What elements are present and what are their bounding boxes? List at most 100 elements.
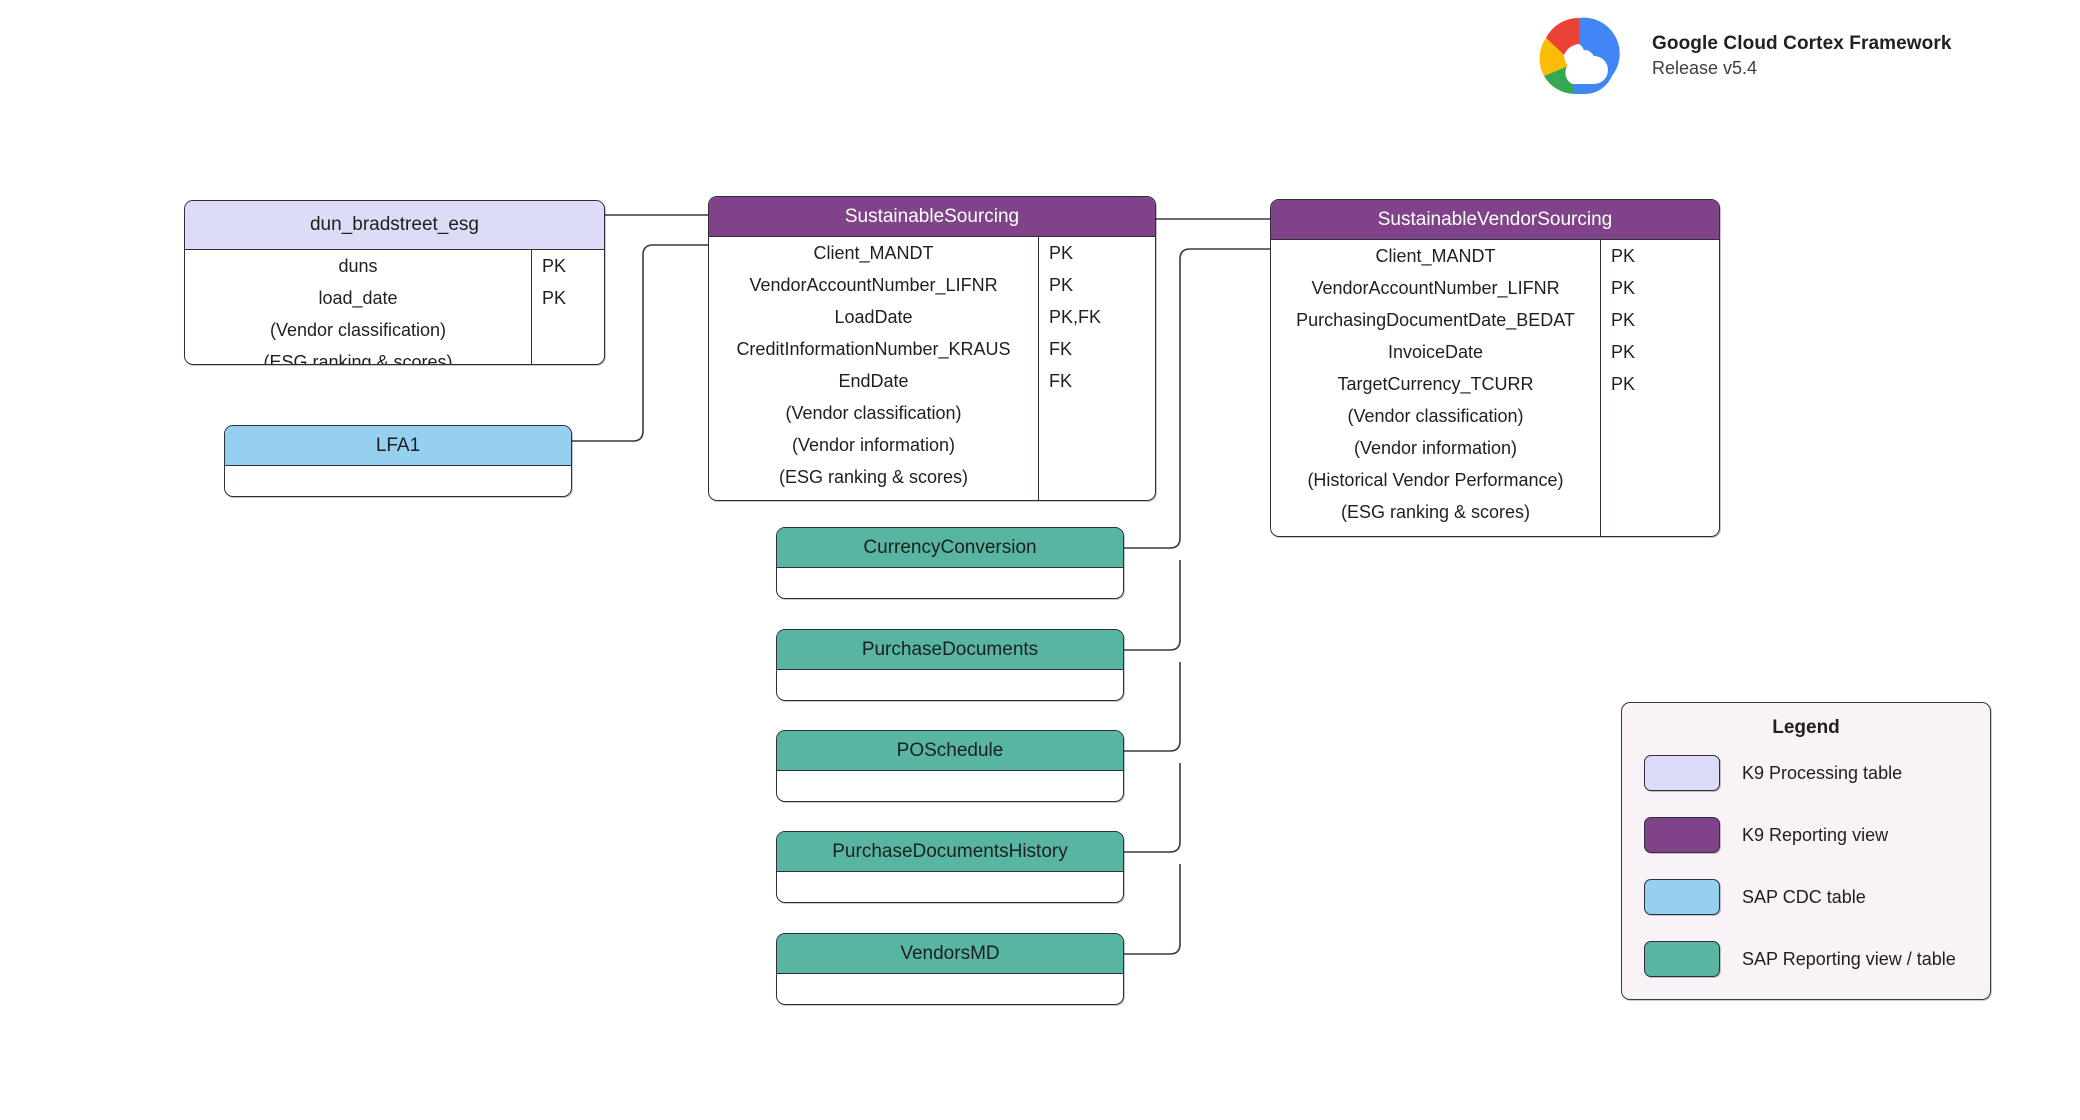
field-row: InvoiceDate	[1387, 341, 1484, 362]
key-badge	[1601, 496, 1719, 528]
entity-empty-body	[777, 872, 1123, 902]
field-row: Client_MANDT	[813, 242, 934, 263]
key-badge: PK	[1611, 277, 1636, 298]
relationship-connector	[1124, 560, 1181, 651]
entity-empty-body	[777, 670, 1123, 700]
field-row: CreditInformationNumber_KRAUS	[736, 338, 1011, 359]
key-badge: FK	[1049, 338, 1073, 359]
key-badge: PK	[1611, 373, 1636, 394]
relationship-connector	[1124, 662, 1181, 752]
entity-empty-body	[777, 771, 1123, 801]
brand-title: Google Cloud Cortex Framework	[1652, 33, 1952, 55]
key-column: PK PK	[531, 250, 604, 364]
legend-title: Legend	[1772, 717, 1840, 738]
entity-body	[777, 771, 1123, 801]
key-badge: PK,FK	[1049, 306, 1102, 327]
key-badge	[1039, 461, 1155, 493]
field-row: duns	[338, 255, 378, 276]
google-cloud-logo-icon	[1539, 17, 1620, 95]
entity-title: LFA1	[225, 426, 571, 466]
entity-body	[777, 872, 1123, 902]
legend-swatch	[1644, 941, 1720, 977]
field-row: (ESG ranking & scores)	[1340, 501, 1531, 522]
entity-title: VendorsMD	[777, 934, 1123, 974]
entity-title: PurchaseDocuments	[777, 630, 1123, 670]
entity-body: duns load_date (Vendor classification) (ESG…	[185, 250, 604, 365]
entity-VendorsMD[interactable]: VendorsMD	[776, 933, 1124, 1005]
legend-panel: Legend K9 Processing table K9 Reporting v…	[1621, 702, 1991, 1000]
field-row: VendorAccountNumber_LIFNR	[1311, 277, 1560, 298]
entity-empty-body	[225, 466, 571, 496]
field-row: (Vendor classification)	[269, 319, 447, 340]
entity-PurchaseDocuments[interactable]: PurchaseDocuments	[776, 629, 1124, 701]
relationship-connector	[1124, 864, 1181, 955]
entity-body	[777, 670, 1123, 700]
field-row: (Historical Vendor Performance)	[1307, 469, 1564, 490]
entity-body	[777, 568, 1123, 598]
legend-item: K9 Reporting view	[1644, 817, 1888, 853]
key-badge: PK	[1611, 245, 1636, 266]
key-badge: PK	[1611, 341, 1636, 362]
key-badge	[1039, 397, 1155, 429]
entity-title: POSchedule	[777, 731, 1123, 771]
legend-label: SAP CDC table	[1742, 886, 1866, 907]
key-badge: FK	[1049, 370, 1073, 391]
key-column: PK PK PK,FK FK FK	[1038, 237, 1155, 500]
entity-body: Client_MANDT VendorAccountNumber_LIFNR Loa…	[709, 237, 1155, 500]
entity-PurchaseDocumentsHistory[interactable]: PurchaseDocumentsHistory	[776, 831, 1124, 903]
key-badge	[532, 346, 604, 364]
entity-title: PurchaseDocumentsHistory	[777, 832, 1123, 872]
entity-CurrencyConversion[interactable]: CurrencyConversion	[776, 527, 1124, 599]
entity-title: SustainableVendorSourcing	[1271, 200, 1719, 240]
legend-swatch	[1644, 817, 1720, 853]
key-badge	[1601, 432, 1719, 464]
field-row: (Vendor classification)	[1347, 405, 1524, 426]
relationship-connector	[1124, 763, 1181, 853]
entity-title: dun_bradstreet_esg	[185, 201, 604, 250]
key-badge: PK	[542, 287, 567, 308]
field-row: (ESG ranking & scores)	[263, 351, 453, 365]
field-row: (ESG ranking & scores)	[778, 466, 969, 487]
key-badge	[1601, 464, 1719, 496]
legend-swatch	[1644, 879, 1720, 915]
legend-item: SAP CDC table	[1644, 879, 1866, 915]
legend-label: SAP Reporting view / table	[1742, 948, 1956, 969]
field-column: Client_MANDT VendorAccountNumber_LIFNR Loa…	[709, 237, 1038, 500]
field-row: VendorAccountNumber_LIFNR	[749, 274, 998, 295]
entity-empty-body	[777, 974, 1123, 1004]
field-row: Client_MANDT	[1375, 245, 1496, 266]
field-row: (Vendor classification)	[785, 402, 962, 423]
key-badge	[1601, 400, 1719, 432]
legend-swatch	[1644, 755, 1720, 791]
legend-label: K9 Processing table	[1742, 762, 1903, 783]
key-badge	[1039, 429, 1155, 461]
legend-item: SAP Reporting view / table	[1644, 941, 1956, 977]
field-row: LoadDate	[834, 306, 913, 327]
entity-title: CurrencyConversion	[777, 528, 1123, 568]
brand-release: Release v5.4	[1652, 57, 1758, 78]
brand-text: Google Cloud Cortex Framework Release v5…	[1652, 32, 1952, 79]
legend-item: K9 Processing table	[1644, 755, 1902, 791]
entity-body	[777, 974, 1123, 1004]
key-badge	[532, 314, 604, 346]
legend-label: K9 Reporting view	[1742, 824, 1889, 845]
field-row: load_date	[318, 287, 398, 308]
field-row: (Vendor information)	[791, 434, 956, 455]
entity-body	[225, 466, 571, 496]
field-column: Client_MANDT VendorAccountNumber_LIFNR Pur…	[1271, 240, 1600, 536]
entity-empty-body	[777, 568, 1123, 598]
key-column: PK PK PK PK PK	[1600, 240, 1719, 536]
key-badge: PK	[1611, 309, 1636, 330]
key-badge: PK	[1049, 242, 1074, 263]
key-badge: PK	[542, 255, 567, 276]
entity-POSchedule[interactable]: POSchedule	[776, 730, 1124, 802]
entity-body: Client_MANDT VendorAccountNumber_LIFNR Pur…	[1271, 240, 1719, 536]
field-row: PurchasingDocumentDate_BEDAT	[1296, 309, 1575, 330]
entity-LFA1[interactable]: LFA1	[224, 425, 572, 497]
field-column: duns load_date (Vendor classification) (ESG…	[185, 250, 531, 365]
key-badge: PK	[1049, 274, 1074, 295]
field-row: (Vendor information)	[1353, 437, 1518, 458]
